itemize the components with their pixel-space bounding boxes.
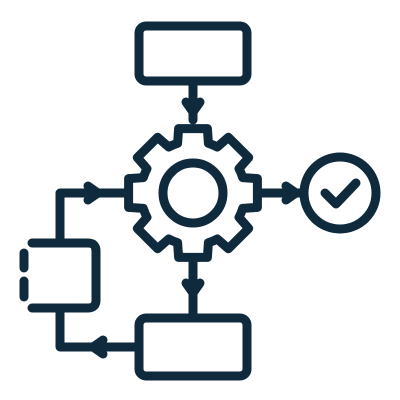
arrow-top-to-gear xyxy=(181,76,205,125)
left-dashed-box xyxy=(19,238,101,313)
arrow-bottom-to-left-loop xyxy=(55,303,144,359)
bottom-box xyxy=(134,313,252,381)
gear-icon xyxy=(124,124,262,262)
gear-center-ring xyxy=(158,158,228,228)
check-circle-icon xyxy=(299,152,381,234)
arrow-left-loop-to-gear xyxy=(55,181,129,248)
arrow-gear-to-bottom xyxy=(181,257,205,323)
arrow-gear-to-check xyxy=(257,181,309,205)
top-box xyxy=(134,21,252,86)
